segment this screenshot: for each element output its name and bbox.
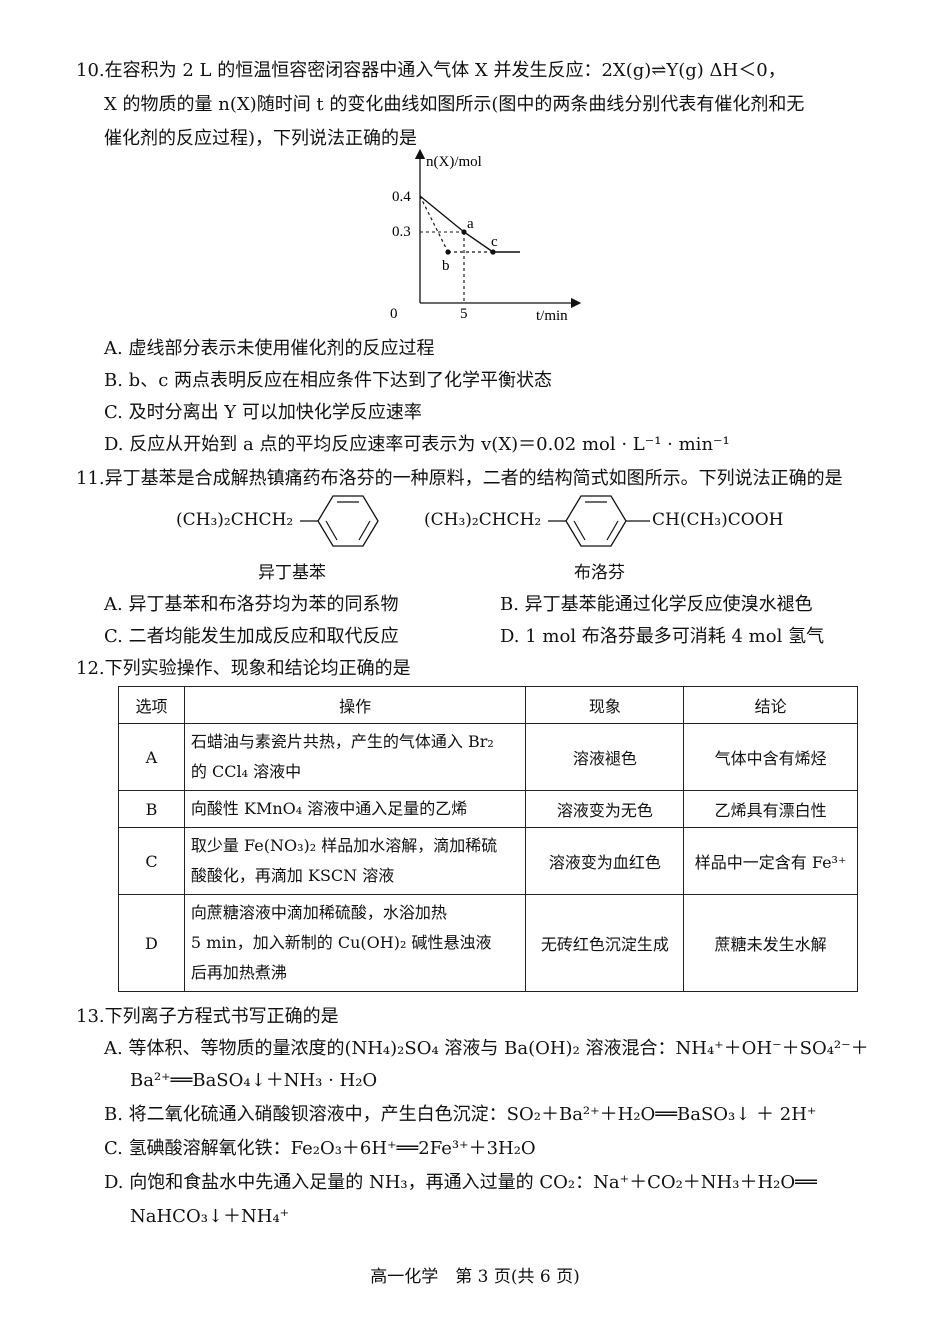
q11-option-b: B. 异丁基苯能通过化学反应使溴水褪色	[500, 594, 813, 615]
header-operation: 操作	[183, 686, 527, 724]
label-a: a	[467, 216, 474, 232]
op-line: 后再加热煮沸	[190, 963, 287, 982]
q13-option-a-line2: Ba²⁺══BaSO₄↓＋NH₃ · H₂O	[130, 1070, 378, 1091]
row-conclusion: 气体中含有烯烃	[683, 723, 858, 791]
q13-option-d-line2: NaHCO₃↓＋NH₄⁺	[130, 1206, 290, 1227]
label-b: b	[442, 258, 450, 274]
q13-option-d-line1: D. 向饱和食盐水中先通入足量的 NH₃，再通入过量的 CO₂：Na⁺＋CO₂＋…	[104, 1172, 817, 1193]
op-line: 向酸性 KMnO₄ 溶液中通入足量的乙烯	[190, 799, 468, 818]
q10-option-c: C. 及时分离出 Y 可以加快化学反应速率	[104, 402, 422, 423]
table-row: C 取少量 Fe(NO₃)₂ 样品加水溶解，滴加稀硫 酸酸化，再滴加 KSCN …	[118, 827, 858, 895]
row-operation: 向蔗糖溶液中滴加稀硫酸，水浴加热 5 min，加入新制的 Cu(OH)₂ 碱性悬…	[183, 894, 527, 992]
q12-stem: 12.下列实验操作、现象和结论均正确的是	[76, 658, 411, 679]
row-phenomenon: 溶液褪色	[525, 723, 685, 791]
row-conclusion: 样品中一定含有 Fe³⁺	[683, 827, 858, 895]
q10-option-d: D. 反应从开始到 a 点的平均反应速率可表示为 v(X)＝0.02 mol ·…	[104, 434, 730, 455]
row-operation: 向酸性 KMnO₄ 溶液中通入足量的乙烯	[183, 790, 527, 828]
header-phenomenon: 现象	[525, 686, 685, 724]
y-tick-03: 0.3	[392, 224, 411, 240]
dashed-curve	[419, 195, 449, 253]
point-c	[490, 249, 496, 255]
label-c: c	[491, 234, 498, 250]
row-option: C	[118, 827, 185, 895]
op-line: 5 min，加入新制的 Cu(OH)₂ 碱性悬浊液	[190, 933, 492, 952]
q11-option-c: C. 二者均能发生加成反应和取代反应	[104, 626, 399, 647]
page-footer: 高一化学 第 3 页(共 6 页)	[370, 1267, 580, 1287]
row-phenomenon: 溶液变为无色	[525, 790, 685, 828]
q13-option-b: B. 将二氧化硫通入硝酸钡溶液中，产生白色沉淀：SO₂＋Ba²⁺＋H₂O══Ba…	[104, 1104, 817, 1125]
header-conclusion: 结论	[683, 686, 858, 724]
y-axis-label: n(X)/mol	[426, 154, 482, 170]
row-option: D	[118, 894, 185, 992]
op-line: 向蔗糖溶液中滴加稀硫酸，水浴加热	[190, 903, 447, 922]
q10-option-a: A. 虚线部分表示未使用催化剂的反应过程	[104, 338, 435, 359]
ibuprofen-right-substituent: CH(CH₃)COOH	[652, 510, 784, 530]
row-option: B	[118, 790, 185, 828]
benzene-ring-1	[300, 495, 379, 547]
isobutylbenzene-substituent: (CH₃)₂CHCH₂	[176, 510, 294, 530]
catalyst-free-curve	[419, 195, 520, 253]
table-row: D 向蔗糖溶液中滴加稀硫酸，水浴加热 5 min，加入新制的 Cu(OH)₂ 碱…	[118, 894, 858, 992]
table-header-row: 选项 操作 现象 结论	[118, 686, 858, 724]
header-option: 选项	[118, 686, 185, 724]
q13-stem: 13.下列离子方程式书写正确的是	[76, 1006, 339, 1027]
row-operation: 石蜡油与素瓷片共热，产生的气体通入 Br₂ 的 CCl₄ 溶液中	[183, 723, 527, 791]
row-phenomenon: 无砖红色沉淀生成	[525, 894, 685, 992]
table-row: B 向酸性 KMnO₄ 溶液中通入足量的乙烯 溶液变为无色 乙烯具有漂白性	[118, 790, 858, 828]
q11-option-a: A. 异丁基苯和布洛芬均为苯的同系物	[104, 594, 399, 615]
q10-stem-line3: 催化剂的反应过程)，下列说法正确的是	[104, 128, 418, 149]
y-tick-04: 0.4	[392, 189, 411, 205]
op-line: 酸酸化，再滴加 KSCN 溶液	[190, 866, 395, 885]
row-operation: 取少量 Fe(NO₃)₂ 样品加水溶解，滴加稀硫 酸酸化，再滴加 KSCN 溶液	[183, 827, 527, 895]
caption-ibuprofen: 布洛芬	[574, 563, 625, 583]
caption-isobutylbenzene: 异丁基苯	[258, 563, 326, 583]
q11-stem: 11.异丁基苯是合成解热镇痛药布洛芬的一种原料，二者的结构简式如图所示。下列说法…	[76, 468, 843, 489]
benzene-ring-2	[548, 495, 650, 547]
origin-label: 0	[390, 306, 398, 322]
row-conclusion: 乙烯具有漂白性	[683, 790, 858, 828]
q11-option-d: D. 1 mol 布洛芬最多可消耗 4 mol 氢气	[500, 626, 825, 647]
q10-stem-line1: 10.在容积为 2 L 的恒温恒容密闭容器中通入气体 X 并发生反应：2X(g)…	[76, 60, 786, 81]
row-conclusion: 蔗糖未发生水解	[683, 894, 858, 992]
ibuprofen-left-substituent: (CH₃)₂CHCH₂	[424, 510, 542, 530]
op-line: 石蜡油与素瓷片共热，产生的气体通入 Br₂	[190, 732, 494, 751]
q10-stem-line2: X 的物质的量 n(X)随时间 t 的变化曲线如图所示(图中的两条曲线分别代表有…	[104, 94, 805, 115]
experiment-table: 选项 操作 现象 结论 A 石蜡油与素瓷片共热，产生的气体通入 Br₂ 的 CC…	[118, 686, 858, 992]
row-phenomenon: 溶液变为血红色	[525, 827, 685, 895]
table-row: A 石蜡油与素瓷片共热，产生的气体通入 Br₂ 的 CCl₄ 溶液中 溶液褪色 …	[118, 723, 858, 791]
point-a	[461, 229, 467, 235]
q10-option-b: B. b、c 两点表明反应在相应条件下达到了化学平衡状态	[104, 370, 552, 391]
x-tick-5: 5	[460, 306, 468, 322]
op-line: 的 CCl₄ 溶液中	[190, 762, 302, 781]
op-line: 取少量 Fe(NO₃)₂ 样品加水溶解，滴加稀硫	[190, 836, 498, 855]
x-axis-label: t/min	[536, 308, 568, 324]
q10-graph: n(X)/mol t/min 0.4 0.3 0 5 a b c	[390, 148, 582, 324]
q13-option-c: C. 氢碘酸溶解氧化铁：Fe₂O₃＋6H⁺══2Fe³⁺＋3H₂O	[104, 1138, 536, 1159]
row-option: A	[118, 723, 185, 791]
point-b	[445, 249, 451, 255]
q13-option-a-line1: A. 等体积、等物质的量浓度的(NH₄)₂SO₄ 溶液与 Ba(OH)₂ 溶液混…	[104, 1038, 869, 1059]
